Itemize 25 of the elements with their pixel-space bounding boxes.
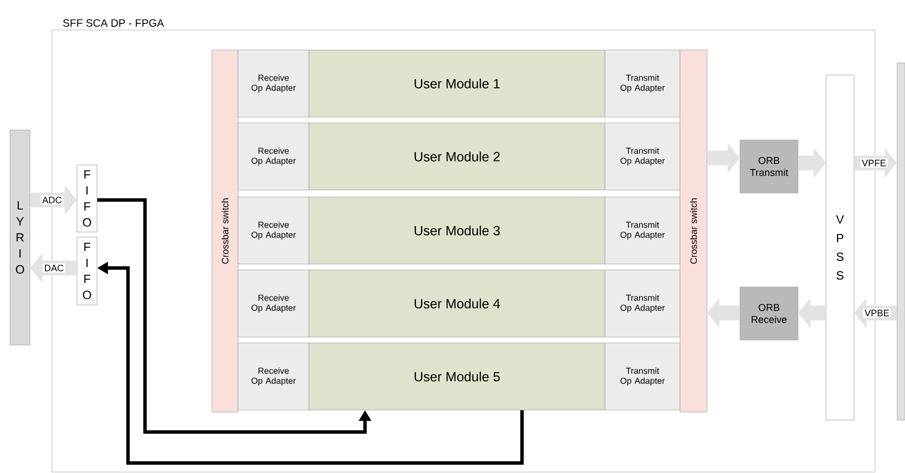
node-label: SFF SCA DP - FPGA <box>63 19 164 27</box>
adapter-box: Receive Op Adapter <box>238 50 310 118</box>
module-box: User Module 1 <box>308 50 606 118</box>
adapter-box: Receive Op Adapter <box>238 196 310 264</box>
fifo-box: F I F O <box>76 236 98 306</box>
orb-box: ORB Transmit <box>740 140 798 194</box>
module-box: User Module 3 <box>308 196 606 264</box>
adapter-box: Receive Op Adapter <box>238 270 310 338</box>
adapter-box: Transmit Op Adapter <box>604 270 680 338</box>
adapter-box: Receive Op Adapter <box>238 342 310 410</box>
module-box: User Module 4 <box>308 270 606 338</box>
adapter-box: Transmit Op Adapter <box>604 342 680 410</box>
adapter-box: Transmit Op Adapter <box>604 122 680 190</box>
module-box: User Module 5 <box>308 342 606 410</box>
fifo-box: F I F O <box>76 164 98 232</box>
vpss-bar: V P S S <box>826 74 854 420</box>
adapter-box: Receive Op Adapter <box>238 122 310 190</box>
module-box: User Module 2 <box>308 122 606 190</box>
adapter-box: Transmit Op Adapter <box>604 196 680 264</box>
adapter-box: Transmit Op Adapter <box>604 50 680 118</box>
crossbar-bar: Crossbar switch <box>212 50 238 412</box>
side-box <box>896 62 905 420</box>
side-bar: L Y R I O <box>10 130 30 346</box>
crossbar-bar: Crossbar switch <box>680 50 708 412</box>
orb-box: ORB Receive <box>740 286 798 340</box>
